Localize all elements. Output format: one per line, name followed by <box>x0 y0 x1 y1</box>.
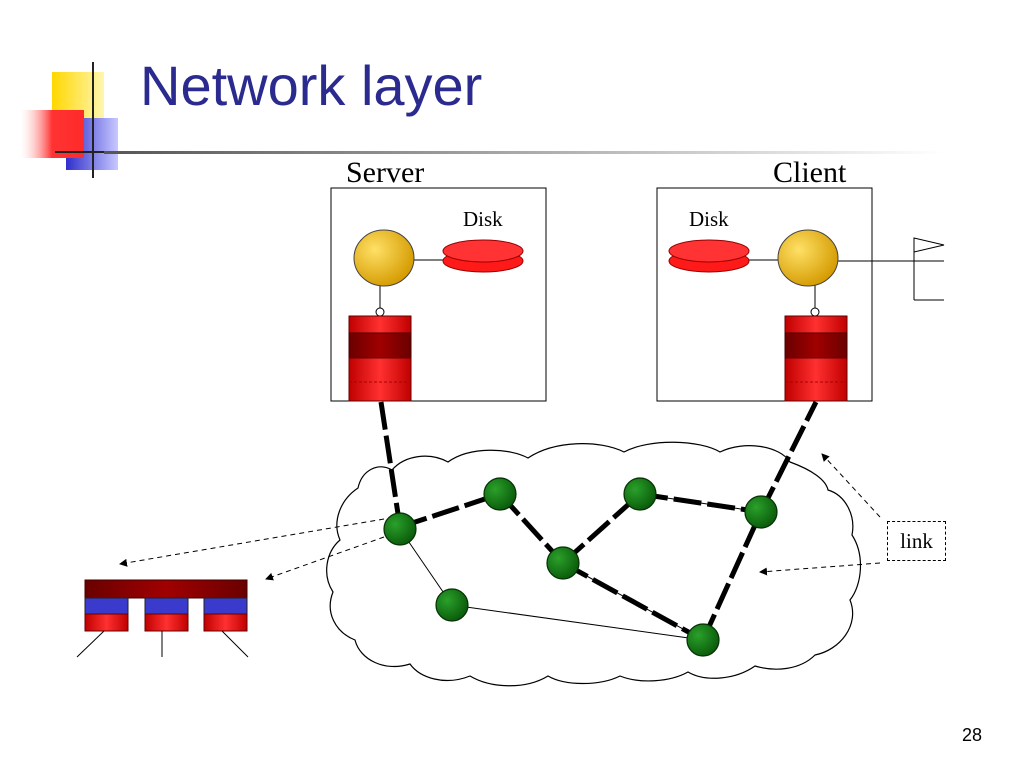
router-node <box>483 477 517 511</box>
network-cloud <box>326 441 862 687</box>
router-node <box>623 477 657 511</box>
server-cpu-icon <box>353 229 415 287</box>
link-pointer-arrows <box>759 453 881 576</box>
router-node <box>744 495 778 529</box>
server-label: Server <box>346 156 425 189</box>
terminal-flag-icon <box>913 237 945 301</box>
server-protocol-stack-icon <box>348 315 412 402</box>
router-node <box>435 588 469 622</box>
title-rule <box>104 151 944 154</box>
client-protocol-stack-icon <box>784 315 848 402</box>
client-label: Client <box>773 156 847 189</box>
page-number: 28 <box>962 725 983 745</box>
slide-title: Network layer <box>140 54 483 117</box>
link-label-box: link <box>887 521 946 561</box>
server-disk-icon <box>442 239 524 273</box>
router-node <box>383 512 417 546</box>
client-disk-icon <box>668 239 750 273</box>
router-node <box>686 623 720 657</box>
router-detail-arrows <box>119 518 385 581</box>
slide-logo <box>20 62 120 178</box>
server-disk-label: Disk <box>463 207 503 231</box>
router-nodes <box>383 477 778 657</box>
client-disk-label: Disk <box>689 207 729 231</box>
client-cpu-icon <box>777 229 839 287</box>
router-node <box>546 546 580 580</box>
router-detail-icon <box>76 579 249 658</box>
